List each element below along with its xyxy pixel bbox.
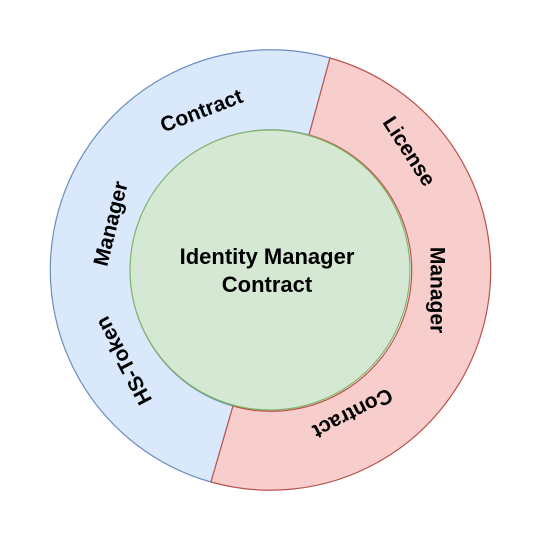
center-title-line2: Contract: [222, 272, 313, 297]
right-label-manager: Manager: [425, 247, 448, 333]
identity-manager-contract-circle: [129, 129, 411, 411]
license-manager-contract-segment: [210, 57, 492, 491]
center-title-line1: Identity Manager: [180, 244, 355, 269]
